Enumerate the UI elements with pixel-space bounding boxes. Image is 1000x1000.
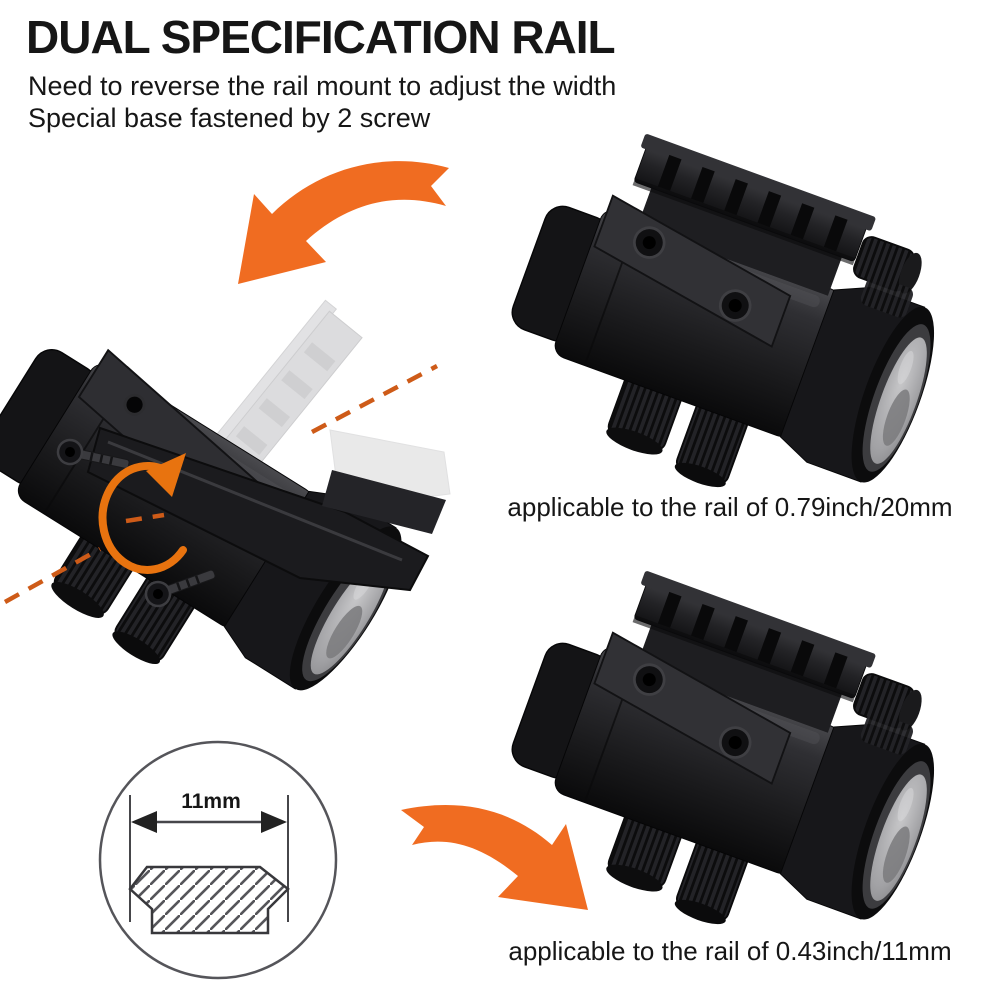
curved-arrow-top-icon	[238, 161, 449, 284]
axis-dashed-line	[3, 364, 439, 604]
scope-20mm-rail-photo	[477, 132, 952, 546]
scope-11mm-rail-photo	[477, 569, 952, 983]
caption-20mm: applicable to the rail of 0.79inch/20mm	[507, 492, 953, 522]
subtitle-line-2: Special base fastened by 2 screw	[28, 103, 431, 134]
rail-cross-section-diagram: 11mm	[98, 740, 338, 980]
subtitle-line-1: Need to reverse the rail mount to adjust…	[28, 71, 617, 101]
dimension-arrow-icon	[131, 811, 287, 833]
page-title: DUAL SPECIFICATION RAIL	[26, 11, 616, 63]
curved-arrow-bottom-icon	[401, 805, 588, 910]
rotation-arrow-icon	[98, 453, 187, 574]
cross-section-width-label: 11mm	[181, 790, 241, 813]
caption-11mm: applicable to the rail of 0.43inch/11mm	[508, 936, 952, 966]
scope-rail-removal-photo	[0, 299, 451, 755]
page-subtitle: Need to reverse the rail mount to adjust…	[28, 70, 616, 135]
